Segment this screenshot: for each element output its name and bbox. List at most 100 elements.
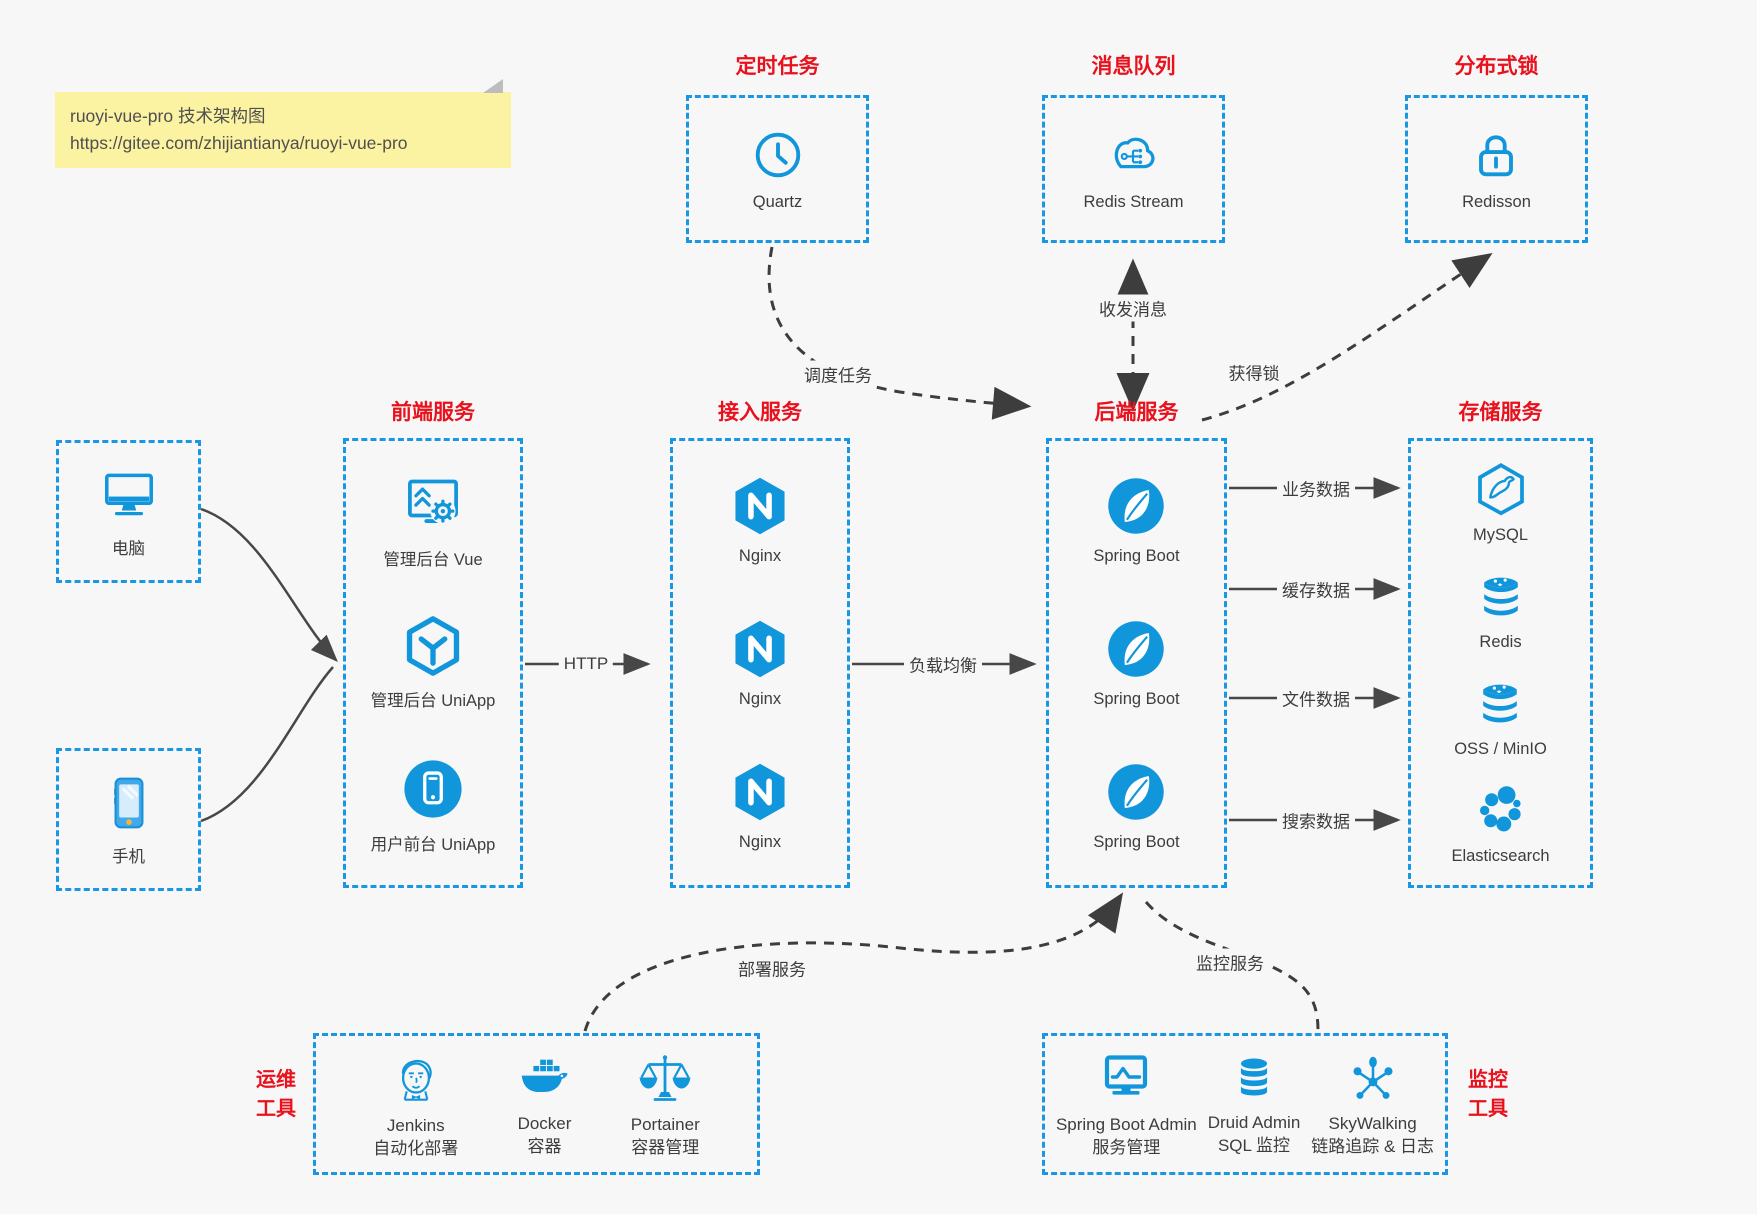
group-title-ops: 运维 工具 xyxy=(256,1069,296,1120)
node-label: Nginx xyxy=(738,689,782,708)
group-title-scheduler: 定时任务 xyxy=(735,55,820,78)
note-url: https://gitee.com/zhijiantianya/ruoyi-vu… xyxy=(70,133,408,154)
uniapp-icon xyxy=(401,614,465,678)
jenkins-icon xyxy=(385,1048,447,1110)
node-mobile: 手机 xyxy=(98,772,160,867)
lock-icon xyxy=(1467,126,1525,184)
group-title-mq: 消息队列 xyxy=(1091,55,1176,78)
group-title-lock: 分布式锁 xyxy=(1454,55,1539,78)
node-label: Redis Stream xyxy=(1083,193,1184,211)
node-spring-boot-1: Spring Boot xyxy=(1093,474,1180,566)
elasticsearch-icon xyxy=(1473,782,1529,838)
node-label: Quartz xyxy=(752,193,803,211)
node-nginx-1: Nginx xyxy=(728,474,792,566)
redis-icon xyxy=(1472,675,1528,731)
group-title-backend: 后端服务 xyxy=(1094,401,1179,424)
clock-icon xyxy=(749,126,807,184)
phone-icon xyxy=(98,772,160,834)
node-admin-uniapp: 管理后台 UniApp xyxy=(370,614,496,711)
node-label: Redis xyxy=(1479,632,1522,651)
docker-icon xyxy=(516,1050,574,1108)
edge-deploy-service xyxy=(583,892,1124,1032)
gateway-box: Nginx Nginx Nginx xyxy=(670,438,850,888)
mysql-icon xyxy=(1473,461,1529,517)
scheduler-box: Quartz xyxy=(686,95,869,243)
edge-label-schedule-task: 调度任务 xyxy=(799,360,877,388)
user-app-icon xyxy=(400,756,466,822)
node-mysql: MySQL xyxy=(1473,461,1529,545)
node-label: 手机 xyxy=(112,848,145,866)
note-title: ruoyi-vue-pro 技术架构图 xyxy=(70,106,266,126)
druid-icon xyxy=(1226,1051,1282,1107)
group-title-frontend: 前端服务 xyxy=(391,401,475,424)
mq-box: Redis Stream xyxy=(1042,95,1225,243)
node-spring-boot-3: Spring Boot xyxy=(1093,760,1180,852)
desktop-icon xyxy=(98,464,160,526)
node-redis-stream: Redis Stream xyxy=(1083,126,1184,212)
node-label: Spring Boot xyxy=(1093,832,1180,851)
node-nginx-3: Nginx xyxy=(728,760,792,852)
spring-boot-icon xyxy=(1104,474,1168,538)
node-nginx-2: Nginx xyxy=(728,617,792,709)
frontend-box: 管理后台 Vue 管理后台 UniApp 用户前台 UniApp xyxy=(343,438,523,888)
edge-label-cache-data: 缓存数据 xyxy=(1277,575,1355,603)
node-pc: 电脑 xyxy=(98,464,160,559)
node-oss-minio: OSS / MinIO xyxy=(1454,675,1547,759)
redis-icon xyxy=(1473,568,1529,624)
node-label: 电脑 xyxy=(112,540,145,558)
node-label: OSS / MinIO xyxy=(1454,739,1547,758)
backend-box: Spring Boot Spring Boot Spring Boot xyxy=(1046,438,1227,888)
cloud-stream-icon xyxy=(1104,126,1162,184)
edge-label-file-data: 文件数据 xyxy=(1277,684,1355,712)
node-label: 管理后台 UniApp xyxy=(370,692,496,711)
group-title-storage: 存储服务 xyxy=(1458,401,1543,424)
group-title-monitor: 监控 工具 xyxy=(1468,1069,1508,1120)
nginx-icon xyxy=(728,617,792,681)
storage-box: MySQL Redis OSS / MinIO Elasticsearch xyxy=(1408,438,1593,888)
admin-vue-icon xyxy=(400,471,466,537)
nginx-icon xyxy=(728,760,792,824)
edge-pc-to-frontend xyxy=(200,507,338,662)
portainer-icon xyxy=(635,1049,695,1109)
edge-label-send-receive-message: 收发消息 xyxy=(1094,294,1172,322)
node-user-uniapp: 用户前台 UniApp xyxy=(370,756,496,855)
node-label: Nginx xyxy=(738,832,782,851)
node-label: Elasticsearch xyxy=(1451,846,1550,865)
node-redisson: Redisson xyxy=(1462,126,1531,212)
edge-label-acquire-lock: 获得锁 xyxy=(1223,358,1285,386)
edge-mobile-to-frontend xyxy=(200,666,334,823)
node-spring-boot-2: Spring Boot xyxy=(1093,617,1180,709)
node-label: 管理后台 Vue xyxy=(383,551,483,570)
lock-box: Redisson xyxy=(1405,95,1588,243)
sticky-note: ruoyi-vue-pro 技术架构图 https://gitee.com/zh… xyxy=(55,79,511,169)
node-redis: Redis xyxy=(1473,568,1529,652)
edge-label-deploy-service: 部署服务 xyxy=(733,954,811,982)
node-label: 用户前台 UniApp xyxy=(370,835,496,854)
node-label: Redisson xyxy=(1462,193,1531,211)
spring-boot-icon xyxy=(1104,760,1168,824)
edge-label-http: HTTP xyxy=(558,653,614,675)
node-label: MySQL xyxy=(1472,525,1528,544)
nginx-icon xyxy=(728,474,792,538)
spring-boot-admin-icon xyxy=(1096,1049,1156,1109)
edge-label-monitor-service: 监控服务 xyxy=(1191,948,1269,976)
node-elasticsearch: Elasticsearch xyxy=(1451,782,1550,866)
group-title-gateway: 接入服务 xyxy=(718,401,802,424)
mobile-client-box: 手机 xyxy=(56,748,201,891)
node-label: Nginx xyxy=(738,547,782,566)
node-admin-vue: 管理后台 Vue xyxy=(383,471,483,570)
edge-label-search-data: 搜索数据 xyxy=(1277,806,1355,834)
node-label: Spring Boot xyxy=(1093,689,1180,708)
edge-label-load-balance: 负载均衡 xyxy=(904,650,982,678)
